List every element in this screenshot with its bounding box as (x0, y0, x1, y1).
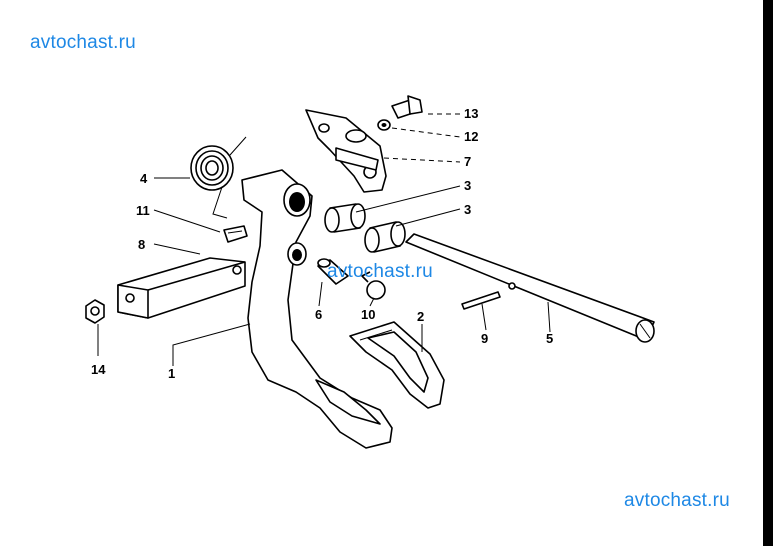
part-5-shaft (405, 233, 655, 343)
part-12-washer (377, 119, 391, 131)
part-8-bracket (117, 257, 246, 319)
part-3-bushing-b (364, 221, 406, 253)
label-4: 4 (140, 171, 148, 186)
watermark-center: avtochast.ru (327, 261, 433, 282)
part-10-bolt (361, 271, 386, 300)
leader-lines (97, 113, 551, 366)
part-number-labels: 13 12 7 3 3 4 11 8 1 14 6 10 2 9 5 (91, 106, 553, 381)
part-14-nut (85, 299, 105, 324)
label-9: 9 (481, 331, 488, 346)
label-6: 6 (315, 307, 322, 322)
part-4-spring (190, 136, 247, 219)
part-13-bolt (391, 95, 423, 119)
label-12: 12 (464, 129, 478, 144)
label-13: 13 (464, 106, 478, 121)
label-2: 2 (417, 309, 424, 324)
label-11: 11 (136, 203, 150, 218)
part-3-bushing-a (324, 203, 366, 233)
part-6-pin (317, 258, 349, 285)
label-1: 1 (168, 366, 175, 381)
part-9-cotter-pin (461, 291, 501, 310)
label-5: 5 (546, 331, 553, 346)
part-11-clip (223, 225, 248, 243)
watermark-bottom-right: avtochast.ru (624, 490, 730, 511)
label-14: 14 (91, 362, 106, 377)
part-2-pedal-pad (349, 321, 445, 409)
label-7: 7 (464, 154, 471, 169)
label-10: 10 (361, 307, 375, 322)
label-3-upper: 3 (464, 178, 471, 193)
part-7-plate (305, 109, 387, 193)
label-8: 8 (138, 237, 145, 252)
watermark-top-left: avtochast.ru (30, 32, 136, 53)
part-1-pedal-lever (241, 169, 393, 449)
right-edge-bar (763, 0, 773, 546)
label-3-lower: 3 (464, 202, 471, 217)
